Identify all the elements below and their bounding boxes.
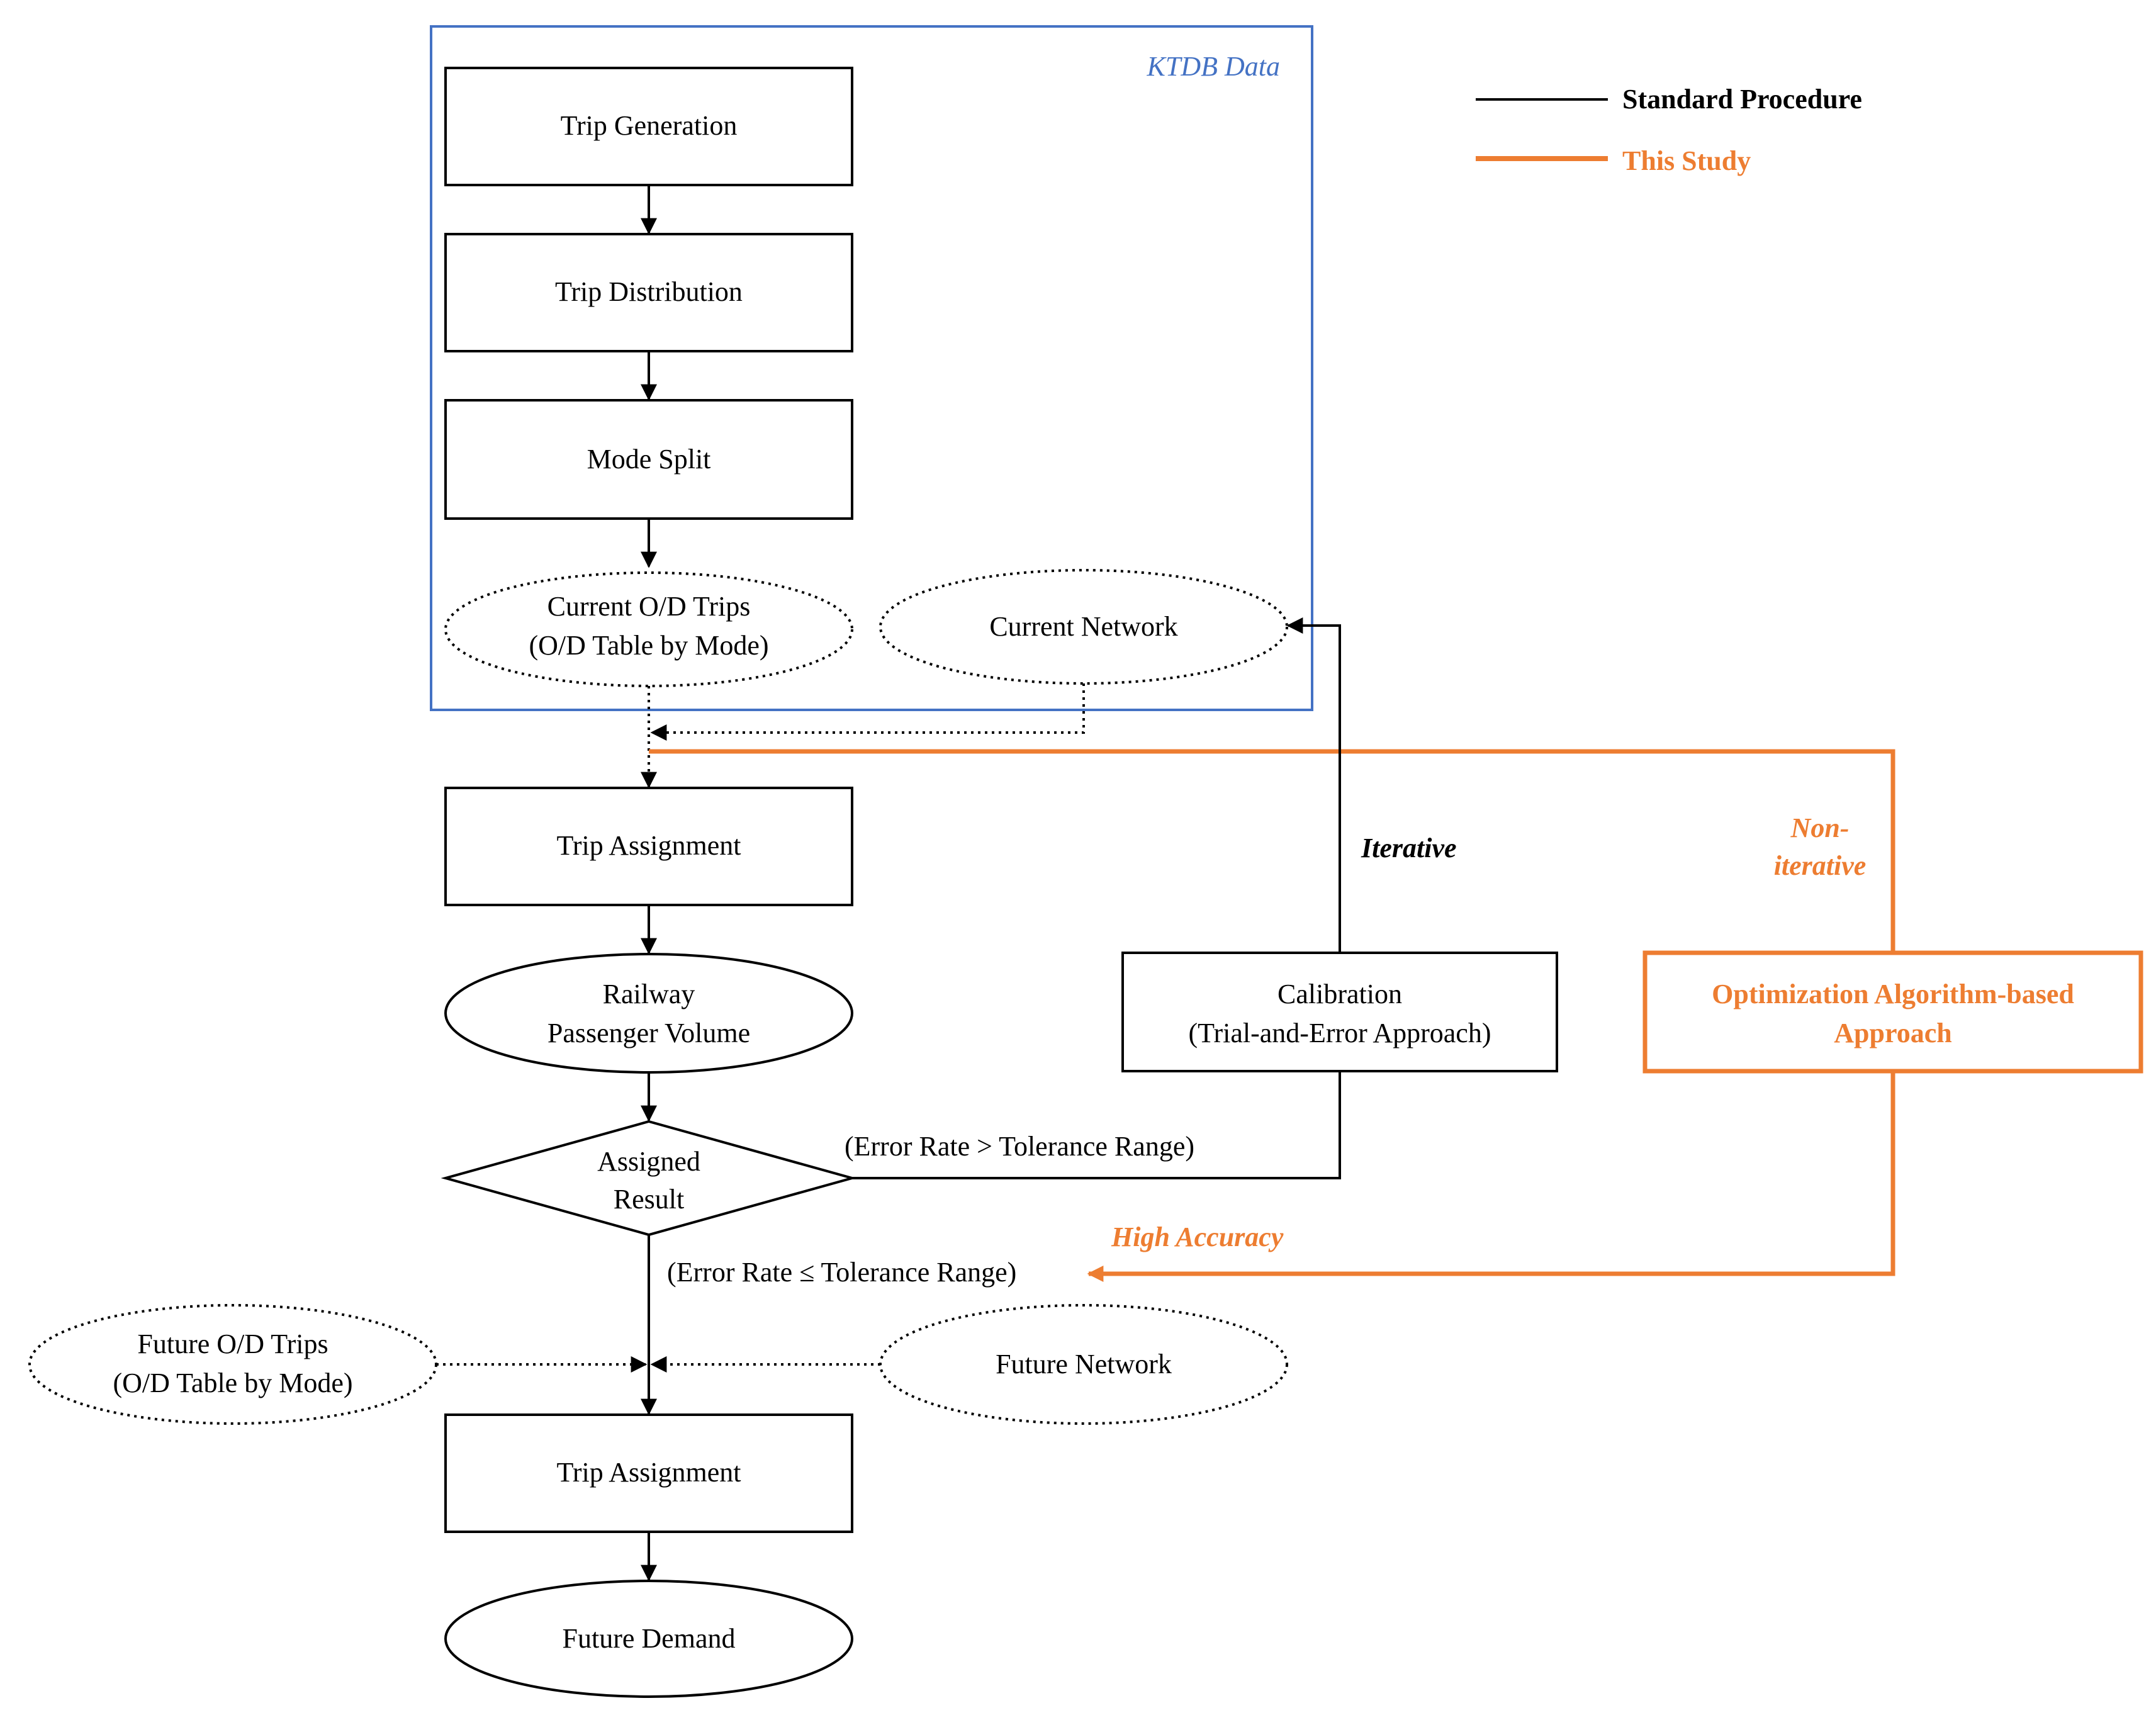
railway-passenger-volume-ellipse (444, 953, 853, 1074)
iterative-path (1286, 617, 1341, 953)
trip-assignment-1-box (444, 787, 853, 906)
legend: Standard Procedure This Study (1476, 84, 1862, 176)
current-od-trips-ellipse (444, 571, 853, 687)
future-demand-label: Future Demand (563, 1623, 736, 1654)
trip-assignment-2-box (444, 1413, 853, 1533)
error-gt-label: (Error Rate > Tolerance Range) (845, 1131, 1194, 1162)
future-od-trips-line1: Future O/D Trips (137, 1329, 328, 1359)
optimization-approach-box (1642, 950, 2143, 1074)
legend-standard-label: Standard Procedure (1622, 84, 1862, 115)
trip-generation-label: Trip Generation (561, 110, 738, 141)
calibration-line1: Calibration (1277, 979, 1402, 1009)
mode-split-box (444, 399, 853, 520)
error-gt-path (852, 1071, 1341, 1179)
current-od-trips-line1: Current O/D Trips (547, 591, 751, 622)
current-od-trips-line2: (O/D Table by Mode) (529, 630, 768, 661)
future-demand-ellipse (444, 1580, 853, 1698)
future-od-trips-ellipse (28, 1304, 437, 1425)
railway-line1: Railway (603, 979, 695, 1009)
high-accuracy-label: High Accuracy (1111, 1222, 1284, 1252)
mode-split-label: Mode Split (587, 444, 711, 475)
calibration-box (1121, 952, 1558, 1072)
trip-distribution-label: Trip Distribution (555, 276, 743, 307)
optimization-line2: Approach (1834, 1018, 1951, 1048)
ktdb-data-frame (430, 25, 1313, 711)
error-le-label: (Error Rate ≤ Tolerance Range) (667, 1257, 1016, 1288)
iterative-label: Iterative (1361, 833, 1457, 863)
high-accuracy-path (1087, 1071, 1895, 1282)
future-network-label: Future Network (996, 1349, 1172, 1379)
trip-generation-box (444, 67, 853, 186)
trip-assignment-2-label: Trip Assignment (556, 1457, 741, 1488)
assigned-result-line1: Assigned (597, 1146, 700, 1177)
assigned-result-diamond (441, 1120, 857, 1237)
calibration-line2: (Trial-and-Error Approach) (1189, 1018, 1491, 1048)
trip-distribution-box (444, 233, 853, 352)
legend-this-study-label: This Study (1622, 145, 1751, 176)
trip-assignment-1-label: Trip Assignment (556, 830, 741, 861)
dotted-network-to-center (650, 683, 1085, 741)
orange-non-iterative-path (649, 749, 1895, 953)
current-network-label: Current Network (989, 611, 1177, 642)
non-iterative-label-line1: Non- (1790, 812, 1850, 843)
non-iterative-label-line2: iterative (1774, 850, 1867, 881)
optimization-line1: Optimization Algorithm-based (1712, 979, 2074, 1009)
assigned-result-line2: Result (614, 1184, 684, 1215)
future-od-trips-line2: (O/D Table by Mode) (113, 1368, 352, 1398)
ktdb-data-label: KTDB Data (1147, 51, 1280, 82)
railway-line2: Passenger Volume (547, 1018, 750, 1048)
